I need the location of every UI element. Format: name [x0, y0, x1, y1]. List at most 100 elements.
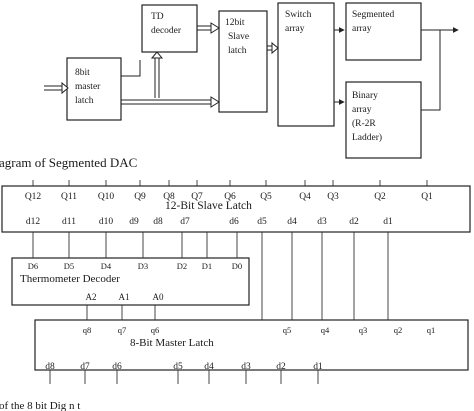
master-input-d4: d4: [204, 362, 214, 372]
master-output-q2: q2: [394, 325, 403, 335]
bottom-detailed-diagram: 12-Bit Slave Latch Q12 Q11 Q10 Q9 Q8 Q7 Q6 Q5 Q4…: [0, 180, 471, 411]
decoder-input-a1: A1: [119, 292, 130, 302]
connection-wires: [32, 180, 428, 384]
binary-array-label-3: (R-2R: [352, 118, 376, 129]
slave-latch-outputs: Q12 Q11 Q10 Q9 Q8 Q7 Q6 Q5 Q4 Q3 Q2 Q1: [25, 192, 433, 202]
decoder-up-bus: [154, 56, 160, 98]
master-to-decoder-wire: [121, 60, 141, 77]
slave-input-d10: d10: [99, 217, 114, 227]
master-latch-title: 8-Bit Master Latch: [130, 337, 214, 349]
slave-input-d6: d6: [229, 217, 239, 227]
master-output-q5: q5: [283, 325, 292, 335]
slave-input-d11: d11: [62, 217, 76, 227]
top-caption: agram of Segmented DAC: [0, 155, 137, 170]
master-input-d5: d5: [173, 362, 183, 372]
slave-input-d3: d3: [317, 217, 327, 227]
slave-latch-label-3: latch: [228, 46, 247, 56]
decoder-up-arrowhead: [150, 51, 164, 59]
master-output-q7: q7: [118, 325, 127, 335]
td-decoder-label-2: decoder: [151, 26, 182, 36]
slave-output-q2: Q2: [374, 192, 386, 202]
master-input-d7: d7: [80, 362, 90, 372]
master-latch-outputs: q8 q7 q6 q5 q4 q3 q2 q1: [83, 325, 436, 335]
decoder-output-d4: D4: [101, 261, 112, 271]
slave-output-q7: Q7: [191, 192, 203, 202]
decoder-outputs: D6 D5 D4 D3 D2 D1 D0: [28, 261, 242, 271]
master-latch-label-1: 8bit: [75, 68, 90, 78]
slave-output-q11: Q11: [61, 192, 77, 202]
bottom-caption: of the 8 bit Dig n t: [0, 400, 80, 411]
binary-output-wire: [421, 30, 441, 111]
slave-input-d9: d9: [129, 217, 139, 227]
td-decoder-label-1: TD: [151, 12, 164, 22]
master-input-d2: d2: [276, 362, 286, 372]
slave-input-d1: d1: [383, 217, 393, 227]
binary-array-label-4: Ladder): [352, 132, 382, 143]
td-decoder-block: [141, 4, 198, 53]
decoder-output-d0: D0: [232, 261, 242, 271]
decoder-output-d3: D3: [138, 261, 148, 271]
slave-input-d12: d12: [26, 217, 41, 227]
slave-output-q8: Q8: [163, 192, 175, 202]
decoder-output-d2: D2: [177, 261, 187, 271]
decoder-inputs: A2 A1 A0: [86, 292, 164, 302]
decoder-to-slave-arrowhead: [210, 22, 220, 34]
switch-array-label-1: Switch: [285, 10, 312, 20]
master-latch-block: [66, 57, 122, 121]
slave-input-d4: d4: [287, 217, 297, 227]
binary-array-block: [345, 81, 422, 159]
switch-array-label-2: array: [285, 24, 305, 34]
binary-array-label-2: array: [352, 105, 372, 115]
master-input-d3: d3: [241, 362, 251, 372]
decoder-output-d6: D6: [28, 261, 38, 271]
decoder-to-slave-bus: [197, 25, 213, 31]
slave-input-d7: d7: [180, 217, 190, 227]
thermometer-decoder-box: [11, 257, 250, 306]
input-bus-arrowhead: [61, 81, 69, 95]
slave-latch-label-1: 12bit: [225, 18, 245, 28]
segmented-array-block: [345, 2, 422, 61]
master-output-q1: q1: [427, 325, 436, 335]
master-input-d8: d8: [45, 362, 55, 372]
binary-array-label-1: Binary: [352, 91, 378, 101]
decoder-output-d5: D5: [64, 261, 74, 271]
master-output-q8: q8: [83, 325, 92, 335]
master-latch-label-3: latch: [75, 96, 94, 106]
slave-latch-title: 12-Bit Slave Latch: [165, 200, 252, 212]
master-output-q3: q3: [359, 325, 368, 335]
slave-input-d2: d2: [349, 217, 359, 227]
master-latch-label-2: master: [75, 82, 101, 92]
slave-latch-label-2: Slave: [228, 32, 249, 42]
slave-output-q10: Q10: [98, 192, 115, 202]
master-output-q4: q4: [321, 325, 330, 335]
slave-output-q1: Q1: [421, 192, 433, 202]
slave-output-q6: Q6: [224, 192, 236, 202]
master-input-d6: d6: [112, 362, 122, 372]
slave-output-q3: Q3: [327, 192, 339, 202]
input-bus-arrow: [44, 85, 64, 91]
slave-latch-block: [218, 10, 268, 113]
slave-latch-inputs: d12 d11 d10 d9 d8 d7 d6 d5 d4 d3 d2 d1: [26, 217, 393, 227]
master-latch-inputs: d8 d7 d6 d5 d4 d3 d2 d1: [45, 362, 323, 372]
decoder-input-a0: A0: [153, 292, 164, 302]
master-output-q6: q6: [151, 325, 160, 335]
master-to-slave-bus: [121, 99, 213, 105]
master-to-slave-arrowhead: [210, 96, 220, 108]
slave-input-d8: d8: [153, 217, 163, 227]
thermometer-decoder-title: Thermometer Decoder: [20, 273, 120, 285]
top-block-diagram: 8bit master latch TD decoder 12bit Slave…: [0, 2, 459, 170]
decoder-input-a2: A2: [86, 292, 97, 302]
switch-array-block: [277, 2, 335, 127]
slave-output-q5: Q5: [260, 192, 272, 202]
slave-input-d5: d5: [257, 217, 267, 227]
master-latch-box: [34, 319, 469, 371]
slave-latch-box: [1, 185, 471, 233]
slave-output-q12: Q12: [25, 192, 42, 202]
decoder-output-d1: D1: [202, 261, 212, 271]
slave-output-q9: Q9: [134, 192, 146, 202]
segmented-array-label-2: array: [352, 24, 372, 34]
master-input-d1: d1: [313, 362, 323, 372]
slave-to-switch-arrowhead: [271, 41, 279, 55]
slave-output-q4: Q4: [299, 192, 311, 202]
segmented-array-label-1: Segmented: [352, 10, 394, 20]
